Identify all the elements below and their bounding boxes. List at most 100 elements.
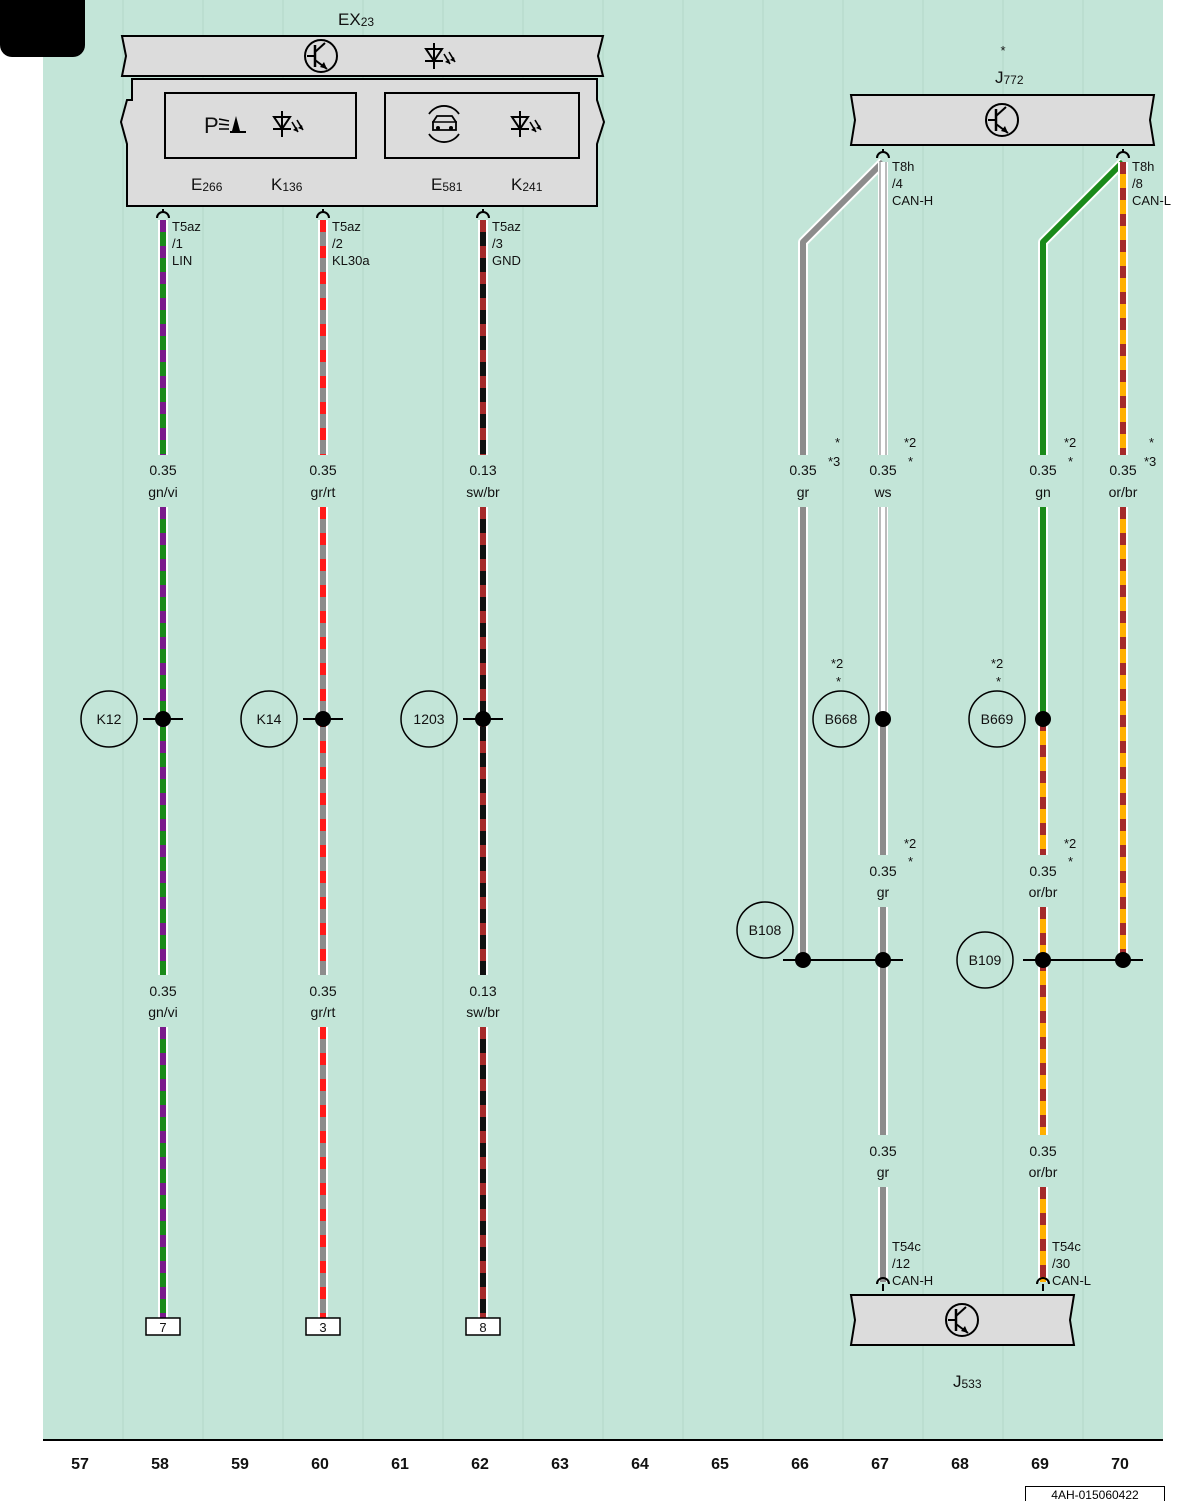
j772-label: J772 bbox=[995, 68, 1024, 87]
svg-text:KL30a: KL30a bbox=[332, 253, 370, 268]
terminal-boxes bbox=[145, 1317, 501, 1336]
wire-label: 0.35 bbox=[1029, 863, 1056, 879]
splice-dot bbox=[875, 711, 891, 727]
wire-label: gr bbox=[797, 484, 810, 500]
ex23-label: EX23 bbox=[338, 10, 374, 29]
wire-label: 0.35 bbox=[869, 462, 896, 478]
wire-label: gn/vi bbox=[148, 1004, 178, 1020]
footnote: * bbox=[908, 454, 913, 469]
wires bbox=[158, 158, 1128, 1318]
svg-text:/4: /4 bbox=[892, 176, 903, 191]
wire-69-gn bbox=[1040, 159, 1126, 455]
footnote: *2 bbox=[904, 435, 916, 450]
wire-label: gn bbox=[1035, 484, 1051, 500]
wire-label: gr bbox=[877, 884, 890, 900]
wire-label: 0.35 bbox=[789, 462, 816, 478]
splice-dot bbox=[475, 711, 491, 727]
column-number: 60 bbox=[311, 1456, 329, 1473]
e266-k136-subbox bbox=[164, 92, 357, 159]
j772-star: * bbox=[1000, 43, 1005, 58]
svg-text:CAN-L: CAN-L bbox=[1132, 193, 1171, 208]
footnote: * bbox=[908, 854, 913, 869]
footnote: *2 bbox=[904, 836, 916, 851]
k136-label: K136 bbox=[271, 175, 303, 194]
wire-label: sw/br bbox=[466, 1004, 500, 1020]
wire-label: 0.35 bbox=[869, 863, 896, 879]
wire-label: 0.13 bbox=[469, 983, 496, 999]
wire-label: 0.35 bbox=[869, 1143, 896, 1159]
column-number: 63 bbox=[551, 1456, 569, 1473]
svg-text:LIN: LIN bbox=[172, 253, 192, 268]
footnote: *2 bbox=[1064, 836, 1076, 851]
svg-text:/8: /8 bbox=[1132, 176, 1143, 191]
column-number: 65 bbox=[711, 1456, 729, 1473]
car-lock-icon bbox=[428, 105, 460, 143]
footnote: * bbox=[996, 674, 1001, 689]
column-number: 69 bbox=[1031, 1456, 1049, 1473]
footnote: * bbox=[1068, 454, 1073, 469]
j772-module bbox=[849, 94, 1156, 146]
column-numbers: 57 58 59 60 61 62 63 64 65 66 67 68 69 7… bbox=[71, 1456, 1129, 1473]
svg-text:T8h: T8h bbox=[892, 159, 914, 174]
splice-dot bbox=[155, 711, 171, 727]
svg-text:P: P bbox=[204, 113, 219, 138]
svg-text:CAN-H: CAN-H bbox=[892, 193, 933, 208]
terminal-box bbox=[305, 1317, 341, 1336]
wire-labels: 0.35 gn/vi 0.35 gn/vi 0.35 gr/rt 0.35 gr… bbox=[148, 462, 1138, 1180]
ex23-module: P bbox=[119, 35, 606, 207]
wire-label: ws bbox=[873, 484, 891, 500]
diagram-id: 4AH-015060422 bbox=[1025, 1486, 1165, 1501]
column-number: 62 bbox=[471, 1456, 489, 1473]
svg-text:T5az: T5az bbox=[172, 219, 201, 234]
column-number: 66 bbox=[791, 1456, 809, 1473]
svg-text:T8h: T8h bbox=[1132, 159, 1154, 174]
svg-text:T5az: T5az bbox=[492, 219, 521, 234]
column-number: 70 bbox=[1111, 1456, 1129, 1473]
wire-label: or/br bbox=[1109, 484, 1138, 500]
wire-label: 0.35 bbox=[1029, 1143, 1056, 1159]
wire-label: 0.35 bbox=[1029, 462, 1056, 478]
wire-label: sw/br bbox=[466, 484, 500, 500]
connector-b668: B668 bbox=[825, 711, 858, 727]
k241-label: K241 bbox=[511, 175, 543, 194]
terminal-7: 7 bbox=[159, 1320, 166, 1335]
svg-text:/30: /30 bbox=[1052, 1256, 1070, 1271]
terminal-3: 3 bbox=[319, 1320, 326, 1335]
wire-label: gn/vi bbox=[148, 484, 178, 500]
footnote-marks: * *3 *2 * *2 * * *3 *2 * *2 * *2 * *2 * bbox=[828, 435, 1156, 869]
pin-plugs bbox=[156, 149, 1130, 1291]
splice-dot bbox=[875, 952, 891, 968]
connector-k14: K14 bbox=[257, 711, 282, 727]
wire-label: 0.13 bbox=[469, 462, 496, 478]
footnote: *3 bbox=[828, 454, 840, 469]
column-number: 67 bbox=[871, 1456, 889, 1473]
column-number: 59 bbox=[231, 1456, 249, 1473]
connector-b109: B109 bbox=[969, 952, 1002, 968]
e266-label: E266 bbox=[191, 175, 223, 194]
splice-dot bbox=[315, 711, 331, 727]
splice-dot bbox=[795, 952, 811, 968]
parking-light-icon: P bbox=[204, 113, 246, 138]
terminal-box bbox=[145, 1317, 181, 1336]
svg-text:CAN-L: CAN-L bbox=[1052, 1273, 1091, 1288]
svg-text:T5az: T5az bbox=[332, 219, 361, 234]
wire-label: 0.35 bbox=[1109, 462, 1136, 478]
j533-label: J533 bbox=[953, 1372, 982, 1391]
terminal-8: 8 bbox=[479, 1320, 486, 1335]
page-tab bbox=[0, 0, 85, 57]
svg-text:CAN-H: CAN-H bbox=[892, 1273, 933, 1288]
connector-b108: B108 bbox=[749, 922, 782, 938]
connector-1203: 1203 bbox=[413, 711, 444, 727]
column-number: 61 bbox=[391, 1456, 409, 1473]
wire-label: or/br bbox=[1029, 884, 1058, 900]
e581-label: E581 bbox=[431, 175, 463, 194]
wire-label: 0.35 bbox=[309, 462, 336, 478]
column-number: 64 bbox=[631, 1456, 649, 1473]
footnote: * bbox=[1149, 435, 1154, 450]
footnote: * bbox=[836, 674, 841, 689]
footnote: *2 bbox=[831, 656, 843, 671]
wire-label: 0.35 bbox=[149, 983, 176, 999]
